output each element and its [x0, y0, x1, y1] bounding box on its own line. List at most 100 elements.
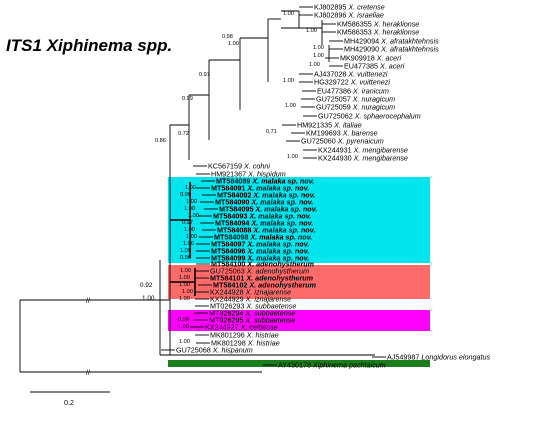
- taxon-label: MH429090 X. afratakhtehnsis: [344, 45, 439, 54]
- taxon-label: MT584088 X. malaka sp. nov.: [217, 226, 315, 235]
- species-name: X. subbaetense: [244, 302, 296, 311]
- accession-number: MK909918: [340, 54, 375, 63]
- root-support: 1.00: [142, 295, 155, 302]
- accession-number: KX244927: [205, 323, 239, 332]
- support-value: 0.96: [180, 192, 191, 198]
- accession-number: KJ802896: [314, 11, 346, 20]
- species-name: X. subbaetense: [243, 316, 295, 325]
- taxon-label: GU725060 X. pyrenaicum: [301, 137, 384, 146]
- accession-number: KJ802895: [314, 3, 346, 12]
- accession-number: GU725060: [301, 137, 336, 146]
- root-support: 0.92: [140, 282, 153, 289]
- taxon-label: KJ802895 X. cretense: [314, 3, 385, 12]
- taxon-label: MT584089 X. malaka sp. nov.: [216, 177, 314, 186]
- taxon-label: MT584096 X. malaka sp. nov.: [211, 247, 309, 256]
- species-name: X. sphaerocephalum: [353, 112, 421, 121]
- support-value: 1.00: [183, 241, 194, 247]
- taxon-label: EU477386 X. iranicum: [317, 87, 389, 96]
- taxon-label: MK909918 X. aceri: [340, 54, 402, 63]
- support-value: 0.97: [182, 220, 193, 226]
- species-name: X. malaka sp. nov.: [251, 226, 315, 235]
- accession-number: MH429090: [344, 45, 379, 54]
- accession-number: MT584095: [219, 205, 253, 214]
- accession-number: HM921335: [297, 121, 332, 130]
- accession-number: KM586353: [337, 28, 372, 37]
- species-name: X. aceri: [375, 54, 402, 63]
- taxon-label: MT584094 X. malaka sp. nov.: [215, 219, 313, 228]
- support-value: 1.00: [178, 324, 189, 330]
- taxon-label: HG329722 X. vuittenezi: [314, 78, 390, 87]
- species-name: X. vuittenezi: [346, 70, 388, 79]
- species-name: X. malaka sp. nov.: [249, 198, 313, 207]
- accession-number: MT584089: [216, 177, 250, 186]
- support-value: 0.71: [266, 129, 277, 135]
- species-name: X. subbaetense: [243, 309, 295, 318]
- taxon-label: KJ802896 X. israeliae: [314, 11, 384, 20]
- accession-number: KX244928: [210, 288, 244, 297]
- highlight-box-malaka: [168, 177, 430, 263]
- accession-number: EU477386: [317, 87, 351, 96]
- taxon-label: MT584090 X. malaka sp. nov.: [215, 198, 313, 207]
- species-name: X. malaka sp. nov.: [249, 219, 313, 228]
- support-value: 0.72: [178, 131, 189, 137]
- accession-number: HM921367: [211, 170, 246, 179]
- accession-number: MT584091: [211, 184, 245, 193]
- accession-number: MT584102: [213, 281, 247, 290]
- species-name: X. afratakhtehnsis: [379, 37, 439, 46]
- taxon-label: MT584102 X. adenohystherum: [213, 281, 317, 290]
- species-name: X. pyrenaicum: [336, 137, 384, 146]
- taxon-label: AY430178 Xiphinema pachtaicum: [278, 361, 386, 370]
- taxon-label: HM921335 X. italiae: [297, 121, 362, 130]
- species-name: X. malaka sp. nov.: [245, 247, 309, 256]
- support-value: 1.00: [179, 296, 190, 302]
- accession-number: KX244931: [318, 146, 352, 155]
- support-value: 1.00: [179, 282, 190, 288]
- support-value: 0.86: [155, 138, 166, 144]
- species-name: X. mengibarense: [352, 154, 408, 163]
- species-name: X. cretense: [346, 3, 384, 12]
- accession-number: MT026294: [209, 309, 243, 318]
- species-name: X. hispidum: [246, 170, 286, 179]
- accession-number: HG329722: [314, 78, 349, 87]
- taxon-label: MT584095 X. malaka sp. nov.: [219, 205, 317, 214]
- support-value: 1.00: [182, 289, 193, 295]
- species-name: X. israeliae: [346, 11, 384, 20]
- figure-title: ITS1 Xiphinema spp.: [6, 36, 173, 55]
- species-name: X. heraklionse: [372, 20, 420, 29]
- support-value: 1.00: [228, 41, 239, 47]
- support-value: 1.00: [180, 248, 191, 254]
- species-name: X. barense: [341, 129, 378, 138]
- accession-number: AJ549987: [387, 353, 419, 362]
- species-name: X. iranicum: [351, 87, 389, 96]
- taxon-label: GU725068 X. hispanum: [176, 346, 253, 355]
- species-name: Xiphinema pachtaicum: [311, 361, 386, 370]
- support-value: 1.00: [287, 154, 298, 160]
- accession-number: MT584101: [210, 274, 244, 283]
- taxon-label: HM921367 X. hispidum: [211, 170, 286, 179]
- break-mark: //: [86, 368, 90, 377]
- taxon-label: MT584100 X. adenohystherum: [211, 260, 315, 269]
- support-value: 0.96: [180, 255, 191, 261]
- species-name: X. adenohystherum: [245, 260, 314, 269]
- support-value: 0.99: [178, 317, 189, 323]
- species-name: X. histriae: [245, 331, 279, 340]
- species-name: X. malaka sp. nov.: [250, 177, 314, 186]
- accession-number: MK801298: [211, 339, 246, 348]
- species-name: X. adenohystherum: [244, 274, 313, 283]
- support-value: 1.00: [179, 339, 190, 345]
- highlight-box-hispanum: [168, 360, 430, 367]
- species-name: X. heraklionse: [372, 28, 420, 37]
- taxon-label: KM586353 X. heraklionse: [337, 28, 419, 37]
- taxon-label: KX244931 X. mengibarense: [318, 146, 408, 155]
- taxon-label: MT584093 X. malaka sp. nov.: [213, 212, 311, 221]
- taxon-label: MT584091 X. malaka sp. nov.: [211, 184, 309, 193]
- taxon-label: GU725062 X. sphaerocephalum: [318, 112, 421, 121]
- accession-number: GU725057: [316, 95, 351, 104]
- taxon-label: MT584098 X. malaka sp. nov.: [214, 233, 312, 242]
- support-value: 1.00: [309, 62, 320, 68]
- accession-number: KM199693: [306, 129, 341, 138]
- accession-number: MT026295: [209, 316, 243, 325]
- accession-number: AY430178: [278, 361, 311, 370]
- scale-bar-label: 0.2: [64, 398, 74, 407]
- taxon-label: KM586355 X. heraklionse: [337, 20, 419, 29]
